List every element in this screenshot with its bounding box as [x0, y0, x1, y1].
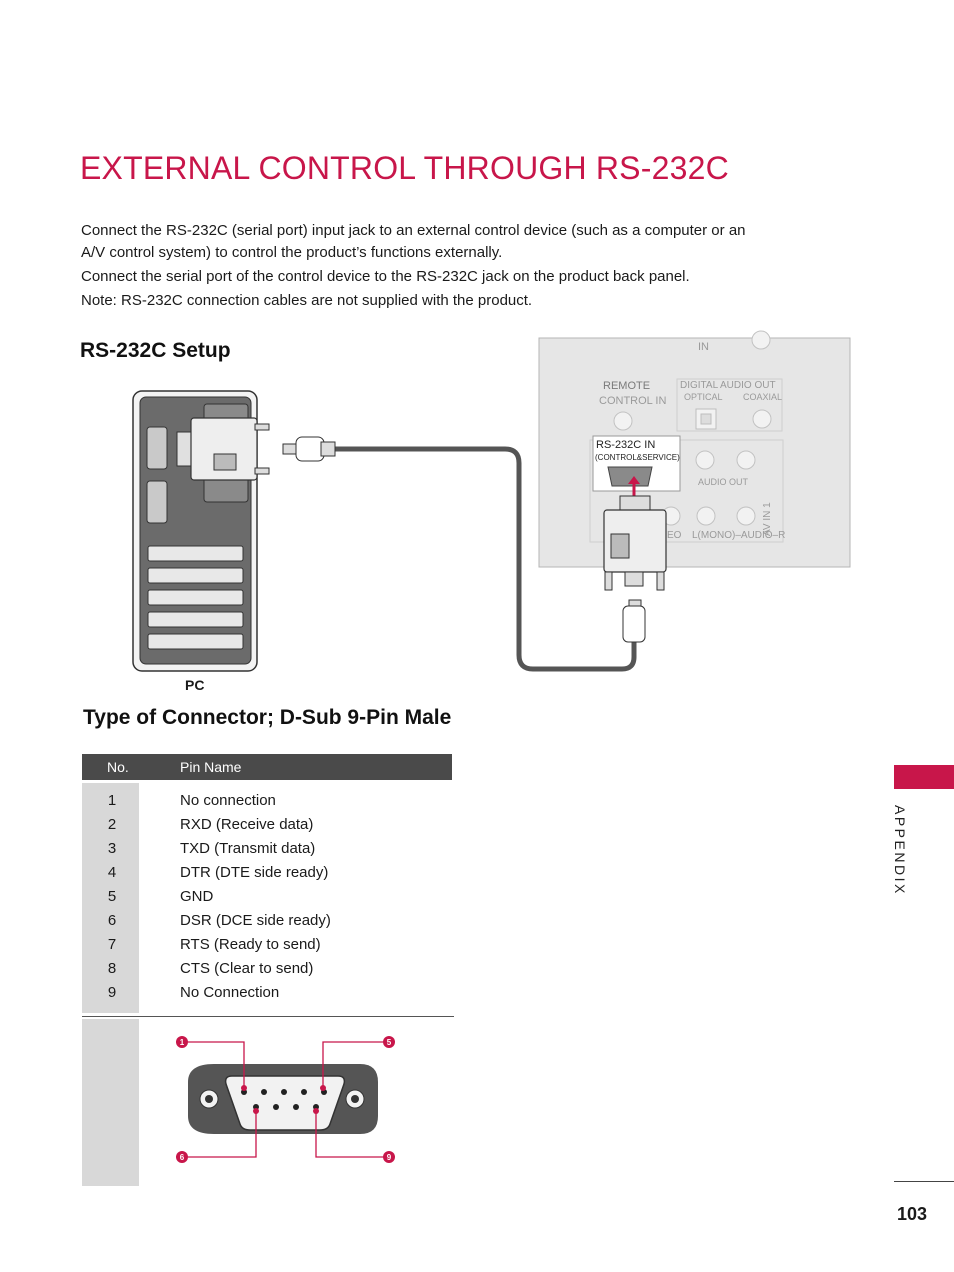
- connection-diagram: IN REMOTE CONTROL IN DIGITAL AUDIO OUT O…: [132, 330, 851, 672]
- panel-label: OPTICAL: [684, 392, 723, 402]
- table-row: 5 GND: [82, 888, 452, 912]
- table-row: 4 DTR (DTE side ready): [82, 864, 452, 888]
- pin-name: No Connection: [180, 984, 280, 1001]
- pin-callout: 1: [180, 1038, 185, 1047]
- table-row: 1 No connection: [82, 792, 452, 816]
- pc-label: PC: [185, 677, 205, 693]
- pin-number: 8: [107, 960, 117, 977]
- table-row: 2 RXD (Receive data): [82, 816, 452, 840]
- table-header: No. Pin Name: [82, 754, 452, 780]
- db9-plug-icon: [603, 495, 667, 643]
- setup-heading: RS-232C Setup: [80, 339, 231, 362]
- pin-callout: 5: [387, 1038, 392, 1047]
- pin-number: 4: [107, 864, 117, 881]
- pin-number: 5: [107, 888, 117, 905]
- intro-text: Connect the RS-232C (serial port) input …: [81, 220, 771, 314]
- column-no: No.: [107, 759, 129, 775]
- panel-label: REMOTE: [603, 380, 650, 392]
- side-tab-label: APPENDIX: [892, 805, 908, 896]
- panel-label: COAXIAL: [743, 392, 782, 402]
- pin-number: 9: [107, 984, 117, 1001]
- panel-label: L(MONO)–AUDIO–R: [692, 530, 785, 541]
- pin-name: GND: [180, 888, 214, 905]
- panel-label: (CONTROL&SERVICE): [595, 453, 680, 462]
- pin-name: RXD (Receive data): [180, 816, 314, 833]
- table-row: 9 No Connection: [82, 984, 452, 1008]
- panel-label: IN: [698, 341, 709, 353]
- page-title: EXTERNAL CONTROL THROUGH RS-232C: [80, 150, 729, 186]
- panel-label: RS-232C IN: [596, 439, 655, 451]
- number-column-band: [82, 783, 139, 1013]
- table-row: 6 DSR (DCE side ready): [82, 912, 452, 936]
- pin-number: 7: [107, 936, 117, 953]
- panel-label: EO: [667, 530, 682, 541]
- number-column-band: [82, 1019, 139, 1186]
- pin-number: 3: [107, 840, 117, 857]
- pin-name: RTS (Ready to send): [180, 936, 321, 953]
- pin-name: CTS (Clear to send): [180, 960, 314, 977]
- intro-paragraph: Note: RS-232C connection cables are not …: [81, 291, 533, 309]
- connector-heading: Type of Connector; D-Sub 9-Pin Male: [83, 706, 452, 729]
- panel-label: AV IN 1: [762, 502, 773, 536]
- panel-label: AUDIO OUT: [698, 477, 749, 487]
- panel-label: CONTROL IN: [599, 395, 666, 407]
- db9-plug-icon: [176, 417, 270, 481]
- table-row: 8 CTS (Clear to send): [82, 960, 452, 984]
- pin-number: 1: [107, 792, 117, 809]
- section-tab-marker: [894, 765, 954, 789]
- pin-callout: 9: [387, 1153, 392, 1162]
- pin-name: No connection: [180, 792, 276, 809]
- column-pin-name: Pin Name: [180, 759, 242, 775]
- pin-name: DTR (DTE side ready): [180, 864, 329, 881]
- table-divider: [82, 1016, 454, 1017]
- pin-name: TXD (Transmit data): [180, 840, 316, 857]
- intro-paragraph: Connect the serial port of the control d…: [81, 267, 690, 285]
- table-row: 7 RTS (Ready to send): [82, 936, 452, 960]
- pin-number: 6: [107, 912, 117, 929]
- table-row: 3 TXD (Transmit data): [82, 840, 452, 864]
- pin-name: DSR (DCE side ready): [180, 912, 331, 929]
- intro-paragraph: Connect the RS-232C (serial port) input …: [81, 222, 746, 261]
- panel-label: DIGITAL AUDIO OUT: [680, 380, 776, 391]
- pin-callout: 6: [180, 1153, 185, 1162]
- page-number: 103: [897, 1204, 928, 1224]
- footer-rule: [894, 1181, 954, 1182]
- pin-number: 2: [107, 816, 117, 833]
